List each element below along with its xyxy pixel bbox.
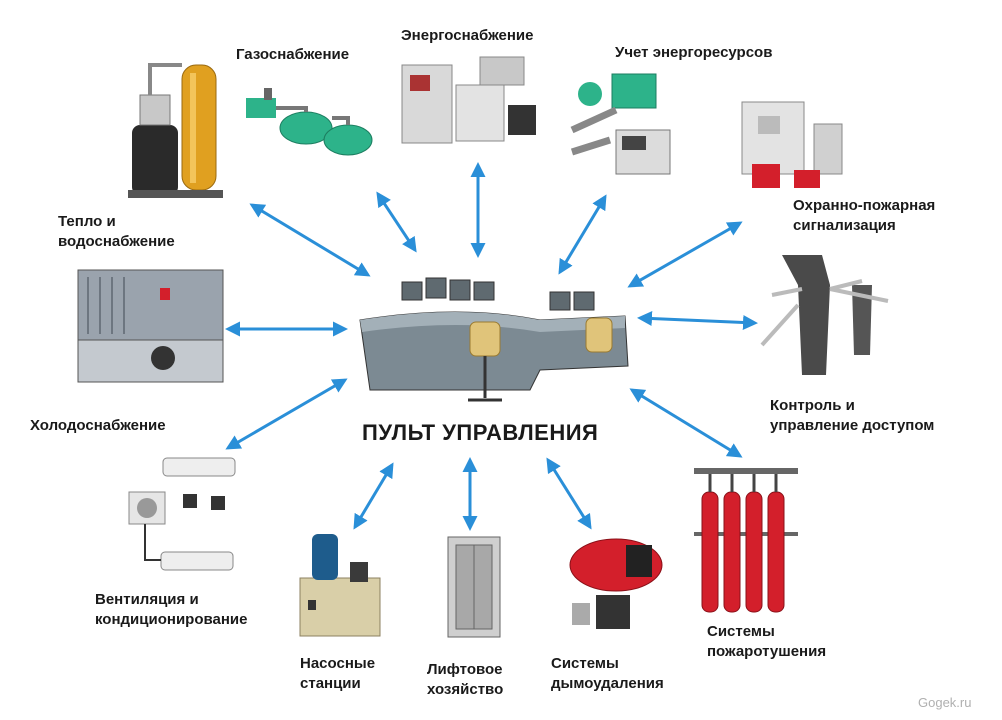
heat-supply-illustration	[128, 63, 223, 198]
fire-alarm-illustration	[741, 101, 843, 188]
control-room-illustration	[359, 277, 629, 402]
label-gas: Газоснабжение	[236, 46, 350, 63]
label-elevators-line2: хозяйство	[427, 681, 504, 698]
label-smoke: Системы дымоудаления	[551, 654, 664, 694]
label-pumps-line2: станции	[300, 675, 361, 692]
label-metering: Учет энергоресурсов	[615, 44, 773, 61]
label-extinguish: Системы пожаротушения	[707, 622, 826, 662]
access-control-illustration	[760, 255, 889, 375]
arrow-heat	[249, 203, 371, 277]
power-supply-illustration	[401, 56, 536, 144]
gas-supply-illustration	[246, 88, 373, 156]
label-heat-line1: Тепло и	[58, 213, 116, 230]
label-elevators: Лифтовое хозяйство	[427, 660, 503, 700]
arrow-gas	[376, 191, 417, 253]
label-pumps-line1: Насосные	[300, 655, 376, 672]
label-access: Контроль и управление доступом	[770, 396, 934, 436]
label-ventilation-line2: кондиционирование	[95, 611, 248, 628]
label-heat: Тепло и водоснабжение	[58, 212, 175, 252]
label-power: Энергоснабжение	[401, 27, 534, 44]
arrow-fire-alarm	[627, 221, 743, 288]
arrow-extinguish	[629, 388, 743, 458]
label-extinguish-line2: пожаротушения	[707, 643, 827, 660]
ventilation-illustration	[128, 457, 236, 571]
label-smoke-line2: дымоудаления	[551, 675, 664, 692]
label-fire-alarm-line2: сигнализация	[793, 217, 896, 234]
metering-illustration	[570, 73, 671, 175]
arrow-cooling-low	[225, 378, 348, 450]
label-heat-line2: водоснабжение	[58, 233, 175, 250]
elevator-illustration	[447, 536, 501, 638]
fire-extinguishing-illustration	[694, 468, 798, 613]
label-fire-alarm-line1: Охранно-пожарная	[793, 197, 936, 214]
label-elevators-line1: Лифтовое	[427, 661, 503, 678]
arrow-metering	[558, 194, 607, 275]
label-cooling: Холодоснабжение	[30, 417, 166, 434]
center-title: ПУЛЬТ УПРАВЛЕНИЯ	[362, 420, 599, 445]
label-extinguish-line1: Системы	[707, 623, 775, 640]
smoke-removal-illustration	[569, 538, 663, 629]
label-fire-alarm: Охранно-пожарная сигнализация	[793, 196, 935, 236]
pump-station-illustration	[299, 534, 381, 637]
arrow-pumps	[353, 462, 394, 530]
label-access-line2: управление доступом	[770, 417, 935, 434]
watermark: Gogek.ru	[918, 695, 972, 710]
label-smoke-line1: Системы	[551, 655, 619, 672]
label-ventilation-line1: Вентиляция и	[95, 591, 199, 608]
cooling-illustration	[77, 269, 224, 383]
label-pumps: Насосные станции	[300, 654, 375, 694]
label-ventilation: Вентиляция и кондиционирование	[95, 590, 247, 630]
label-access-line1: Контроль и	[770, 397, 855, 414]
arrow-smoke	[546, 457, 592, 530]
arrow-access	[637, 311, 758, 330]
